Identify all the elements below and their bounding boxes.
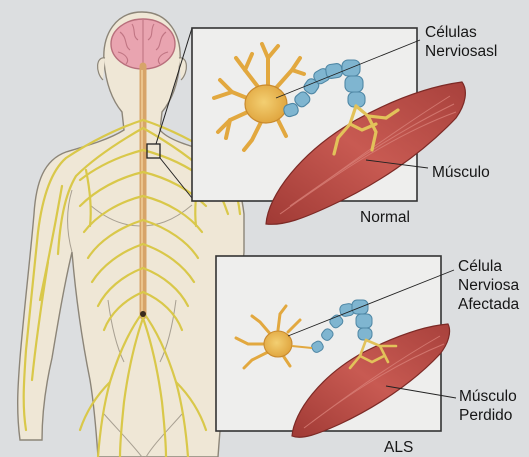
als-neuron-label-line1: Célula [458, 258, 502, 275]
als-muscle-label-line1: Músculo [459, 388, 517, 405]
normal-caption: Normal [360, 209, 410, 226]
als-muscle-label-line2: Perdido [459, 407, 512, 424]
als-caption: ALS [384, 439, 413, 456]
als-muscle-label: Músculo Perdido [459, 388, 521, 424]
normal-neuron-label: Células Nerviosasl [425, 24, 497, 60]
als-neuron-label-line3: Afectada [458, 296, 520, 313]
ear-right [179, 58, 186, 80]
als-neuron-label-line2: Nerviosa [458, 277, 520, 294]
spinal-lesion-dot [140, 311, 146, 317]
brain [111, 19, 175, 69]
ear-left [98, 58, 105, 80]
als-neuron-label: Célula Nerviosa Afectada [458, 258, 523, 313]
normal-neuron-label-line1: Células [425, 24, 477, 41]
als-panel [216, 256, 456, 437]
normal-neuron-label-line2: Nerviosasl [425, 43, 497, 60]
normal-cell-body [245, 85, 287, 123]
als-cell-body [264, 331, 292, 357]
normal-muscle-label: Músculo [432, 164, 490, 181]
